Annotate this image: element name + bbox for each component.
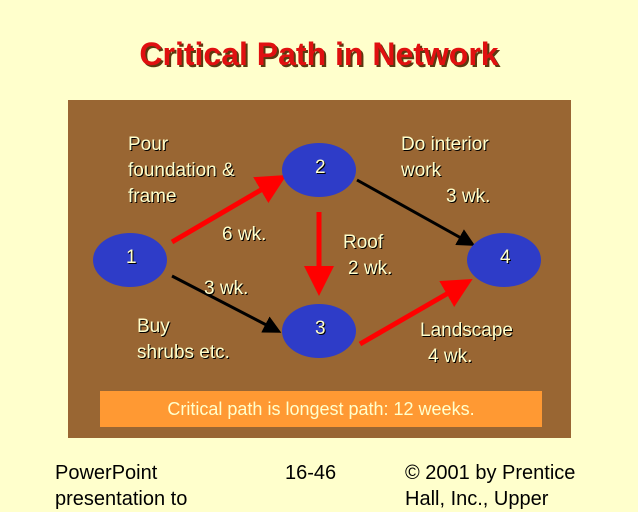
activity-buy-label-1: Buy [137, 316, 170, 337]
node-3: 3 [282, 304, 356, 358]
activity-roof-duration: 2 wk. [348, 258, 393, 279]
activity-landscape-duration: 4 wk. [428, 346, 473, 367]
activity-pour-label-3: frame [128, 186, 177, 207]
node-2-label: 2 [315, 157, 326, 178]
footer-left-1: PowerPoint [55, 462, 158, 484]
node-4-label: 4 [500, 247, 511, 268]
node-4: 4 [467, 233, 541, 287]
node-1-label: 1 [126, 247, 137, 268]
edge-1-2 [170, 174, 287, 245]
activity-interior-label-2: work [401, 160, 442, 181]
node-3-label: 3 [315, 318, 326, 339]
activity-buy-duration: 3 wk. [204, 278, 249, 299]
slide-title: Critical Path in Network [139, 36, 499, 72]
footer-page-number: 16-46 [285, 462, 337, 484]
node-1: 1 [93, 233, 167, 287]
critical-path-banner: Critical path is longest path: 12 weeks. [100, 391, 542, 427]
activity-interior-duration: 3 wk. [446, 186, 491, 207]
activity-landscape-label: Landscape [420, 320, 513, 341]
activity-interior-label-1: Do interior [401, 134, 489, 155]
node-2: 2 [282, 143, 356, 197]
activity-pour-duration: 6 wk. [222, 224, 267, 245]
edge-3-4 [358, 279, 473, 347]
edge-2-4 [356, 178, 476, 246]
activity-pour-label-1: Pour [128, 134, 169, 155]
activity-pour-label-2: foundation & [128, 160, 235, 181]
activity-roof-label: Roof [343, 232, 384, 253]
footer-left-2: presentation to [55, 488, 188, 510]
footer-right-1: © 2001 by Prentice [405, 462, 576, 484]
edge-1-3 [171, 274, 282, 333]
activity-buy-label-2: shrubs etc. [137, 342, 230, 363]
footer-right-2: Hall, Inc., Upper [405, 488, 549, 510]
network-edges [170, 174, 476, 347]
